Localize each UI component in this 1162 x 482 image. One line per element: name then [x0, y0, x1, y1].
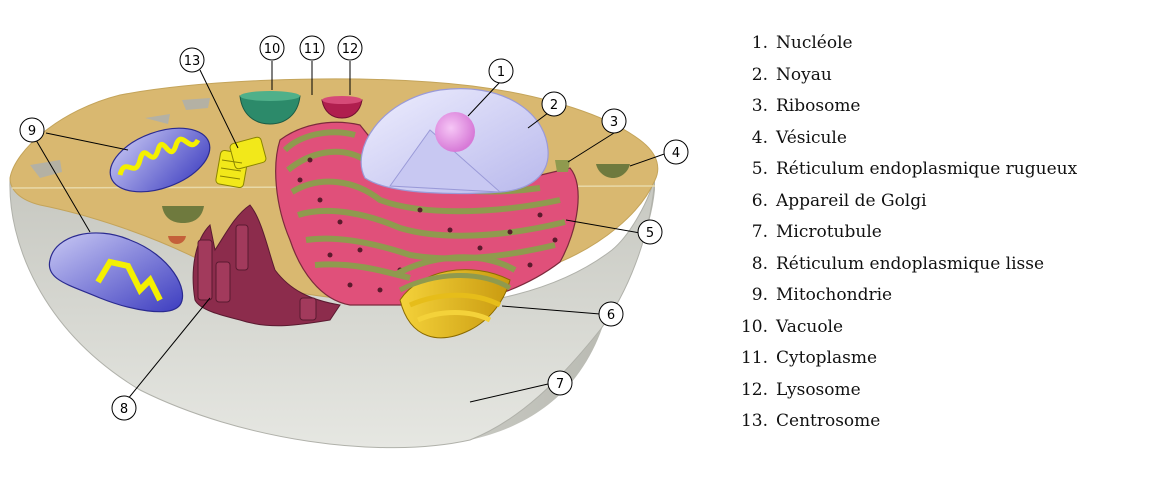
legend-label: Nucléole	[776, 33, 853, 65]
legend-number: 4.	[736, 128, 768, 160]
legend-item: 9.Mitochondrie	[736, 285, 1077, 317]
legend-item: 12.Lysosome	[736, 380, 1077, 412]
svg-text:5: 5	[646, 226, 654, 241]
callout-4: 4	[664, 140, 688, 164]
legend-label: Ribosome	[776, 96, 861, 128]
vacuole-rim	[240, 91, 300, 101]
legend-item: 7.Microtubule	[736, 222, 1077, 254]
legend-item: 10.Vacuole	[736, 317, 1077, 349]
legend-item: 5.Réticulum endoplasmique rugueux	[736, 159, 1077, 191]
svg-text:6: 6	[607, 308, 615, 323]
legend-number: 10.	[736, 317, 768, 349]
svg-text:2: 2	[550, 98, 558, 113]
legend-label: Vésicule	[776, 128, 847, 160]
legend-number: 7.	[736, 222, 768, 254]
legend-label: Vacuole	[776, 317, 843, 349]
svg-text:4: 4	[672, 146, 680, 161]
legend-number: 6.	[736, 191, 768, 223]
callout-11: 11	[300, 36, 324, 60]
legend-number: 5.	[736, 159, 768, 191]
svg-text:7: 7	[556, 377, 564, 392]
legend-number: 12.	[736, 380, 768, 412]
legend-label: Lysosome	[776, 380, 861, 412]
svg-text:1: 1	[497, 65, 505, 80]
legend-label: Mitochondrie	[776, 285, 892, 317]
legend-label: Cytoplasme	[776, 348, 877, 380]
callout-3: 3	[602, 109, 626, 133]
legend-item: 13.Centrosome	[736, 411, 1077, 443]
cytoplasm-notch	[182, 98, 210, 110]
ribosome-vesicle	[555, 160, 570, 172]
lysosome-rim	[322, 96, 362, 104]
callout-1: 1	[489, 59, 513, 83]
legend-item: 1.Nucléole	[736, 33, 1077, 65]
legend-item: 3.Ribosome	[736, 96, 1077, 128]
callout-10: 10	[260, 36, 284, 60]
svg-text:3: 3	[610, 115, 618, 130]
legend-label: Réticulum endoplasmique rugueux	[776, 159, 1077, 191]
callout-6: 6	[599, 302, 623, 326]
svg-text:8: 8	[120, 402, 128, 417]
legend-label: Appareil de Golgi	[776, 191, 927, 223]
callout-5: 5	[638, 220, 662, 244]
legend-number: 13.	[736, 411, 768, 443]
svg-text:10: 10	[264, 42, 281, 57]
svg-text:9: 9	[28, 124, 36, 139]
legend-item: 2.Noyau	[736, 65, 1077, 97]
legend-label: Centrosome	[776, 411, 880, 443]
callout-7: 7	[548, 371, 572, 395]
callout-8: 8	[112, 396, 136, 420]
nucleolus	[435, 112, 475, 152]
legend-number: 1.	[736, 33, 768, 65]
legend-number: 3.	[736, 96, 768, 128]
callout-9: 9	[20, 118, 44, 142]
legend-label: Noyau	[776, 65, 832, 97]
svg-text:12: 12	[342, 42, 359, 57]
legend-item: 8.Réticulum endoplasmique lisse	[736, 254, 1077, 286]
legend-list: 1.Nucléole 2.Noyau 3.Ribosome 4.Vésicule…	[736, 33, 1077, 443]
svg-text:13: 13	[184, 54, 201, 69]
svg-text:11: 11	[304, 42, 321, 57]
legend-label: Microtubule	[776, 222, 882, 254]
legend-number: 9.	[736, 285, 768, 317]
legend-item: 4.Vésicule	[736, 128, 1077, 160]
callout-13: 13	[180, 48, 204, 72]
callout-2: 2	[542, 92, 566, 116]
legend-item: 11.Cytoplasme	[736, 348, 1077, 380]
legend-number: 8.	[736, 254, 768, 286]
legend-number: 11.	[736, 348, 768, 380]
cell-diagram: 1 2 3 4 5 6 7 8 9 10 11 12 13	[0, 0, 700, 482]
legend-label: Réticulum endoplasmique lisse	[776, 254, 1044, 286]
callout-12: 12	[338, 36, 362, 60]
legend-number: 2.	[736, 65, 768, 97]
legend-item: 6.Appareil de Golgi	[736, 191, 1077, 223]
